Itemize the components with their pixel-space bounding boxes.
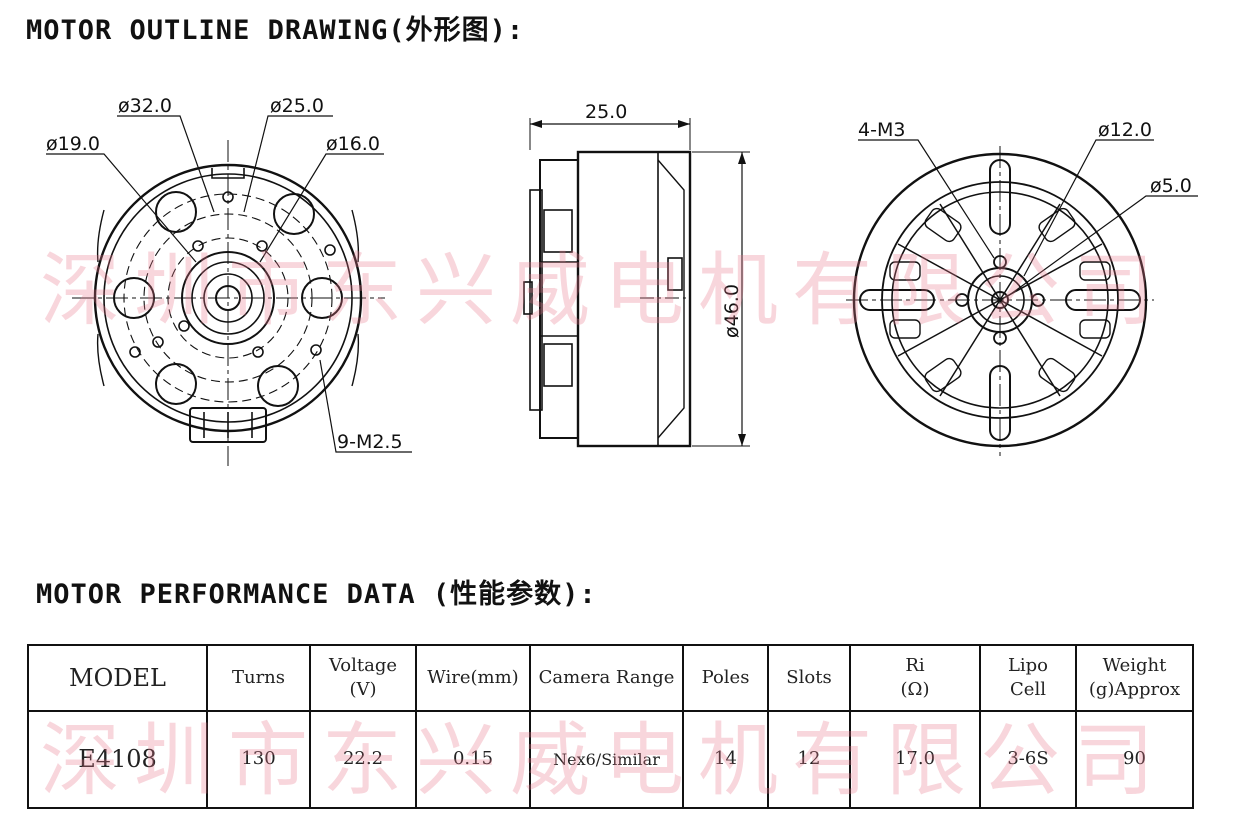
dim-d46: ø46.0: [721, 284, 743, 338]
cell-slots: 12: [767, 710, 851, 809]
header-weight-line1: Weight: [1102, 654, 1167, 676]
cell-turns: 130: [206, 710, 311, 809]
header-slots: Slots: [767, 644, 851, 712]
outline-drawing-heading: MOTOR OUTLINE DRAWING(外形图):: [26, 15, 525, 46]
header-turns: Turns: [206, 644, 311, 712]
header-model: MODEL: [27, 644, 208, 712]
cell-camera-range: Nex6/Similar: [529, 710, 684, 809]
cell-model: E4108: [27, 710, 208, 809]
dim-d12: ø12.0: [1098, 119, 1152, 141]
cell-poles: 14: [682, 710, 769, 809]
cell-voltage: 22.2: [309, 710, 417, 809]
cell-lipo: 3-6S: [979, 710, 1077, 809]
performance-data-heading: MOTOR PERFORMANCE DATA (性能参数):: [36, 579, 597, 610]
table-header-row: MODEL Turns Voltage (V) Wire(mm) Camera …: [27, 644, 1194, 712]
cell-weight: 90: [1075, 710, 1194, 809]
cell-ri: 17.0: [849, 710, 981, 809]
dim-9-m2-5: 9-M2.5: [337, 431, 403, 453]
dim-length-25: 25.0: [585, 101, 627, 123]
header-ri-line2: (Ω): [900, 679, 930, 700]
header-ri: Ri (Ω): [849, 644, 981, 712]
header-camera-range: Camera Range: [529, 644, 684, 712]
dim-d25: ø25.0: [270, 95, 324, 117]
header-wire: Wire(mm): [415, 644, 531, 712]
header-lipo-line2: Cell: [1010, 679, 1046, 700]
header-ri-line1: Ri: [905, 654, 925, 676]
header-lipo-line1: Lipo: [1007, 654, 1049, 676]
side-view: [523, 118, 750, 448]
dim-4-m3: 4-M3: [858, 119, 905, 141]
header-poles: Poles: [682, 644, 769, 712]
dim-d16: ø16.0: [326, 133, 380, 155]
performance-table: MODEL Turns Voltage (V) Wire(mm) Camera …: [27, 644, 1194, 809]
header-weight-line2: (g)Approx: [1088, 679, 1181, 700]
cell-wire: 0.15: [415, 710, 531, 809]
dim-d32: ø32.0: [118, 95, 172, 117]
header-voltage-line2: (V): [349, 679, 377, 700]
header-voltage-line1: Voltage: [328, 654, 398, 676]
table-row: E4108 130 22.2 0.15 Nex6/Similar 14 12 1…: [27, 710, 1194, 809]
dim-d19: ø19.0: [46, 133, 100, 155]
front-view: [46, 115, 412, 466]
dim-d5: ø5.0: [1150, 175, 1192, 197]
motor-outline-drawings: ø32.0 ø25.0 ø19.0 ø16.0 9-M2.5 25.0 ø46.…: [46, 95, 1198, 466]
header-lipo: Lipo Cell: [979, 644, 1077, 712]
header-weight: Weight (g)Approx: [1075, 644, 1194, 712]
header-voltage: Voltage (V): [309, 644, 417, 712]
rear-view: [846, 139, 1198, 456]
